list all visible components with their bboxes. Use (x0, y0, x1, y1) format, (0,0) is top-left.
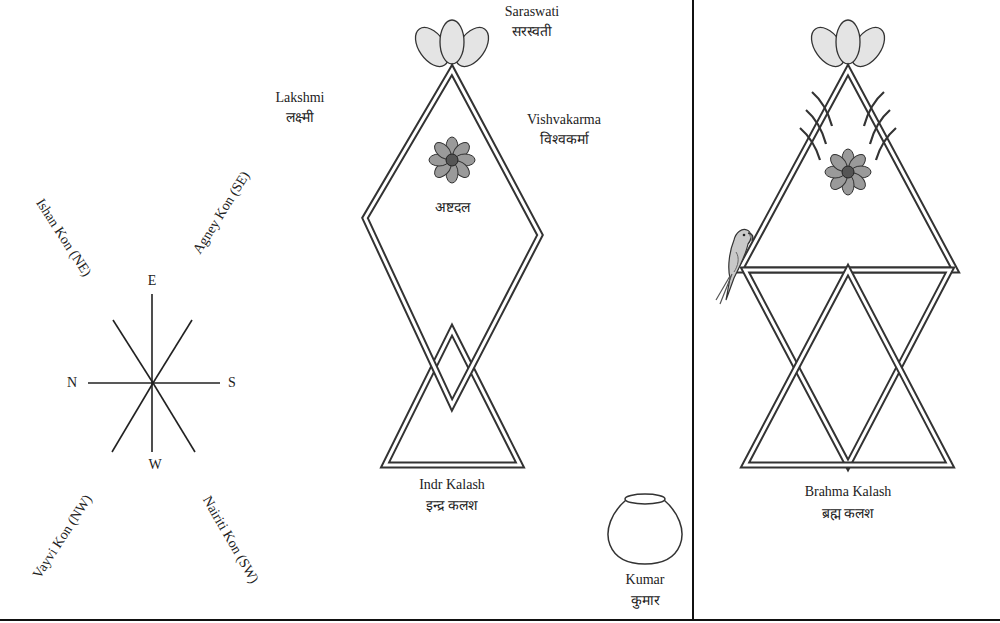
figure-caption: इन्द्र कलश (426, 498, 478, 515)
corner-direction: Nairiti Kon (SW) (198, 493, 262, 586)
direction-letter: E (148, 273, 157, 290)
figure-caption: Brahma Kalash (805, 484, 892, 501)
kumar-pot (608, 494, 682, 564)
direction-letter: W (148, 457, 161, 474)
corner-direction: Agney Kon (SE) (190, 169, 254, 258)
diamond-shape: अष्टदल (362, 68, 542, 408)
panel-divider (692, 0, 694, 619)
deity-name: Vishvakarma (527, 112, 601, 129)
lotus-flower (429, 137, 475, 183)
node-text: अष्टदल (435, 200, 470, 217)
deity-name: Lakshmi (276, 90, 325, 107)
deity-name: सरस्वती (512, 24, 552, 41)
figure-caption: कुमार (631, 593, 660, 610)
lotus-center (446, 154, 458, 166)
deity-name: लक्ष्मी (286, 110, 314, 127)
diamond-line (365, 70, 540, 405)
deity-name: विश्वकर्मा (540, 132, 589, 149)
figure-caption: ब्रह्म कलश (822, 506, 875, 523)
deity-name: Saraswati (505, 4, 559, 21)
figure-caption: Kumar (626, 572, 665, 589)
figure-caption: Indr Kalash (419, 477, 485, 494)
corner-direction: Vayvi Kon (NW) (30, 492, 97, 582)
base-rule (0, 619, 1000, 621)
brahma-kalash-figure (716, 20, 955, 465)
diamond-line (365, 70, 540, 405)
direction-letter: S (228, 375, 236, 392)
compass-rose (88, 294, 220, 452)
corner-direction: Ishan Kon (NE) (32, 196, 95, 280)
diamond-outline (362, 68, 542, 408)
direction-letter: N (67, 375, 77, 392)
parrot (716, 229, 753, 304)
